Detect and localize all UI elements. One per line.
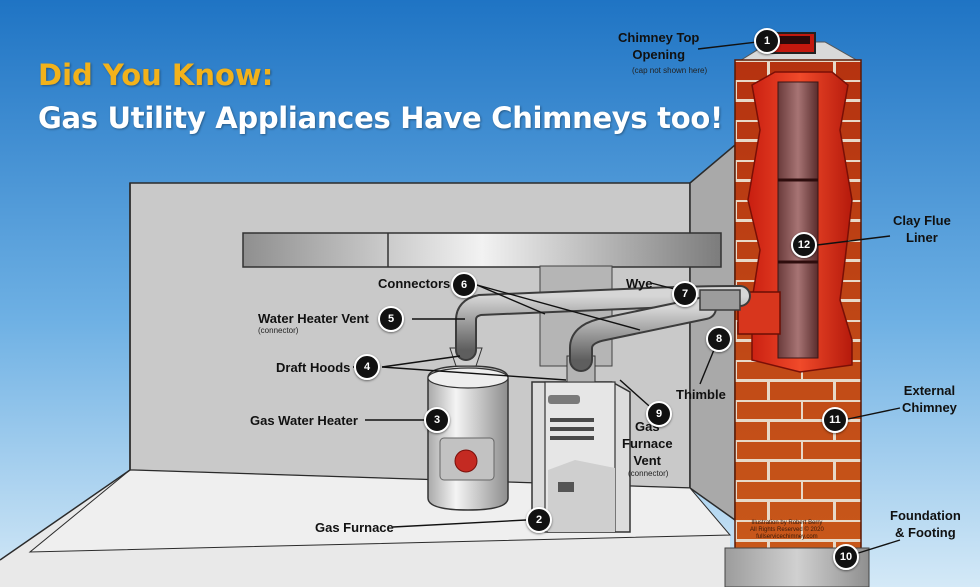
badge-8: 8: [706, 326, 732, 352]
label-gas-furnace: Gas Furnace: [315, 520, 394, 535]
label-connectors: Connectors: [378, 276, 451, 291]
label-clay-flue-liner: Clay Flue Liner: [893, 213, 951, 245]
page-subtitle: Gas Utility Appliances Have Chimneys too…: [38, 101, 723, 135]
page-title: Did You Know:: [38, 58, 274, 92]
label-foundation: Foundation & Footing: [890, 508, 961, 540]
badge-10: 10: [833, 544, 859, 570]
badge-7: 7: [672, 281, 698, 307]
badge-1: 1: [754, 28, 780, 54]
badge-4: 4: [354, 354, 380, 380]
label-gas-water-heater: Gas Water Heater: [250, 413, 358, 428]
label-thimble: Thimble: [676, 387, 726, 402]
badge-5: 5: [378, 306, 404, 332]
label-chimney-top: Chimney Top Opening: [618, 30, 700, 62]
note-cap-not-shown: (cap not shown here): [632, 66, 708, 75]
badge-9: 9: [646, 401, 672, 427]
badge-12: 12: [791, 232, 817, 258]
badge-11: 11: [822, 407, 848, 433]
note-gas-furnace-vent: (connector): [628, 469, 669, 478]
label-gas-furnace-vent: Gas Furnace Vent: [622, 419, 673, 468]
illustration-credit: Illustration by Robert Berry All Rights …: [750, 520, 824, 540]
badge-6: 6: [451, 272, 477, 298]
label-draft-hoods: Draft Hoods: [276, 360, 351, 375]
badge-3: 3: [424, 407, 450, 433]
label-wye: Wye: [626, 276, 653, 291]
badge-2: 2: [526, 507, 552, 533]
label-external-chimney: External Chimney: [902, 383, 957, 415]
label-water-heater-vent: Water Heater Vent: [258, 311, 369, 326]
note-water-heater-vent: (connector): [258, 326, 299, 335]
